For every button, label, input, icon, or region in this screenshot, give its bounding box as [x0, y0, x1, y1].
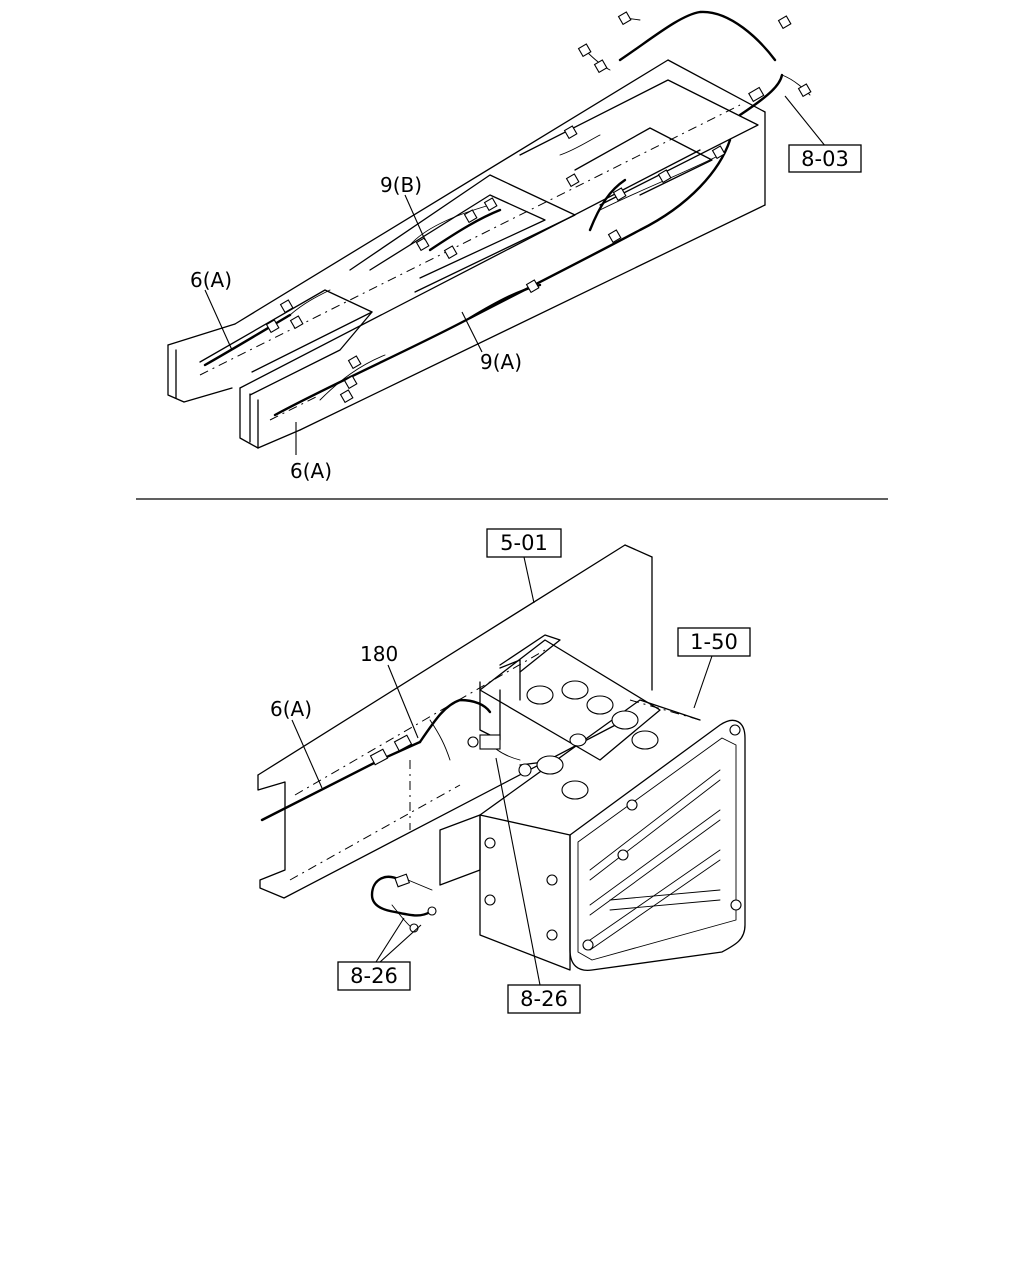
callout-8-26-right: 8-26	[507, 984, 581, 1014]
label-9a: 9(A)	[480, 350, 522, 374]
callout-5-01: 5-01	[486, 528, 562, 558]
label-6a: 6(A)	[270, 697, 312, 721]
callout-8-26-left: 8-26	[337, 961, 411, 991]
svg-text:5-01: 5-01	[500, 531, 548, 555]
top-frame-assembly	[167, 59, 766, 449]
label-9b: 9(B)	[380, 173, 422, 197]
callout-1-50: 1-50	[677, 627, 751, 657]
top-connectors	[265, 11, 812, 404]
svg-text:8-03: 8-03	[801, 147, 849, 171]
label-6a-lower: 6(A)	[290, 459, 332, 483]
svg-text:8-26: 8-26	[350, 964, 398, 988]
svg-text:1-50: 1-50	[690, 630, 738, 654]
label-6a-upper: 6(A)	[190, 268, 232, 292]
svg-text:8-26: 8-26	[520, 987, 568, 1011]
bottom-carrier-assembly	[439, 634, 746, 971]
label-180: 180	[360, 642, 398, 666]
bottom-frame-rail	[257, 544, 653, 899]
callout-8-03: 8-03	[788, 144, 862, 173]
top-wiring-harness	[203, 10, 811, 417]
